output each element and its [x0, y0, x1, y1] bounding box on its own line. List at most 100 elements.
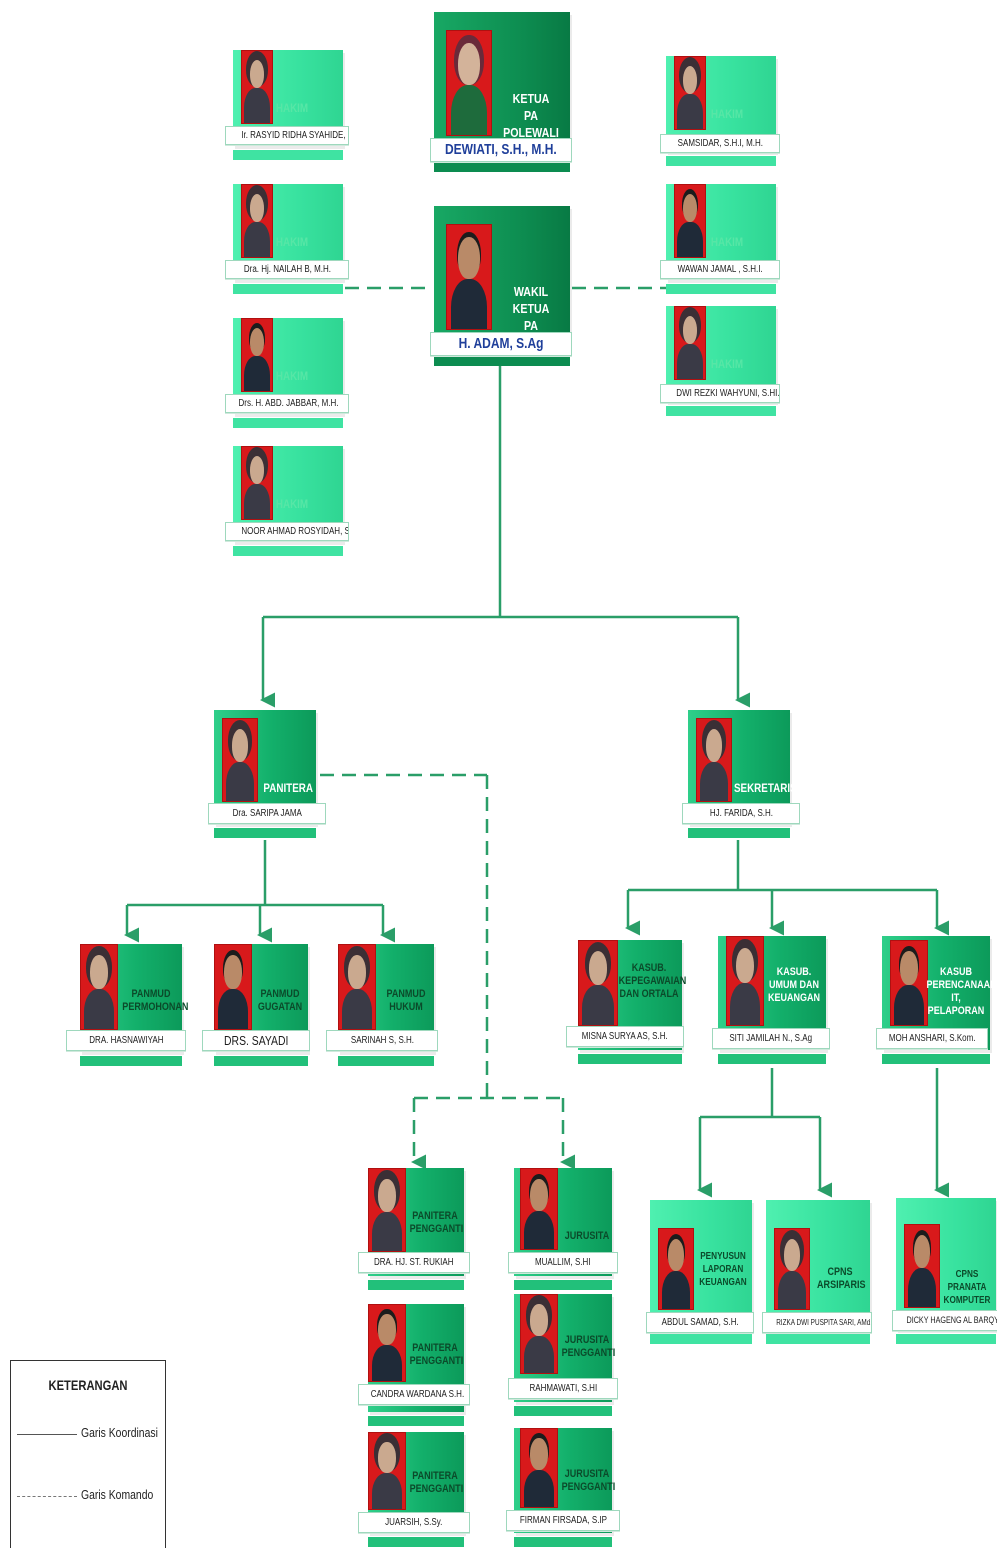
role-staff-line2: LAPORAN [702, 1264, 744, 1275]
photo-kasub [890, 940, 928, 1026]
role-staff-line1: PENYUSUN [700, 1251, 746, 1262]
photo-panmud [338, 944, 376, 1030]
name-panmud: SARINAH S, S.H. [326, 1030, 438, 1051]
role-pp-line1: PANITERA [412, 1470, 458, 1482]
photo-hakim [241, 446, 273, 520]
card-js-1: JURUSITA MUALLIM, S.HI [508, 1168, 618, 1290]
photo-kasub [578, 940, 618, 1026]
name-panmud: DRS. SAYADI [202, 1030, 310, 1051]
legend-solid-label: Garis Koordinasi [81, 1425, 158, 1440]
name-staff: ABDUL SAMAD, S.H. [646, 1312, 754, 1333]
name-ketua: DEWIATI, S.H., M.H. [430, 138, 572, 162]
role-ketua: KETUA PA POLEWALI [502, 90, 559, 141]
card-hakim-right-1: HAKIM SAMSIDAR, S.H.I, M.H. [660, 56, 780, 166]
role-hakim: HAKIM [275, 497, 309, 511]
name-panmud-text: DRA. HASNAWIYAH [88, 1035, 164, 1046]
legend-dashed-label: Garis Komando [81, 1487, 154, 1502]
photo-sekretaris [696, 718, 732, 802]
photo-hakim [674, 56, 706, 130]
role-staff-line3: KEUANGAN [699, 1277, 747, 1288]
role-pp-line1: PANITERA [412, 1210, 458, 1222]
photo-hakim [241, 184, 273, 258]
name-hakim: WAWAN JAMAL , S.H.I. [660, 260, 780, 279]
name-staff-text: ABDUL SAMAD, S.H. [661, 1317, 739, 1328]
legend-row-dashed: Garis Komando [17, 1487, 161, 1507]
role-kasub-line1: KASUB [939, 966, 973, 978]
photo-hakim [241, 50, 273, 124]
card-hakim-right-3: HAKIM DWI REZKI WAHYUNI, S.HI., MH. [660, 306, 780, 416]
role-js-line1: JURUSITA [564, 1334, 610, 1346]
role-hakim: HAKIM [710, 107, 744, 121]
role-pp-line1: PANITERA [412, 1342, 458, 1354]
role-panmud-line2: GUGATAN [257, 1001, 303, 1013]
legend: KETERANGAN Garis Koordinasi Garis Komand… [10, 1360, 166, 1548]
role-wakil-line1: WAKIL KETUA [512, 284, 550, 316]
role-staff-line1: CPNS PRANATA [947, 1269, 987, 1293]
photo-staff [658, 1228, 694, 1310]
role-staff: PENYUSUN LAPORAN KEUANGAN [696, 1250, 750, 1289]
photo-pp [368, 1168, 406, 1252]
role-pp-line2: PENGGANTI [409, 1223, 464, 1235]
name-staff: RIZKA DWI PUSPITA SARI, AMd.Ab. [762, 1312, 872, 1333]
name-pp-text: DRA. HJ. ST. RUKIAH [374, 1257, 454, 1268]
photo-ketua [446, 30, 492, 136]
name-hakim-text: Ir. RASYID RIDHA SYAHIDE, S.H. [241, 130, 348, 141]
photo-kasub [726, 936, 764, 1026]
photo-staff [774, 1228, 810, 1310]
photo-panmud [214, 944, 252, 1030]
name-kasub-text: MOH ANSHARI, S.Kom. [888, 1033, 976, 1044]
role-sekretaris: SEKRETARIS [733, 781, 797, 795]
role-ketua-line1: KETUA [512, 91, 550, 106]
role-panmud-line1: PANMUD [386, 988, 426, 1000]
name-pp-text: CANDRA WARDANA S.H. [370, 1389, 465, 1400]
name-hakim: NOOR AHMAD ROSYIDAH, S. HI. [225, 522, 349, 541]
role-kasub-line1: KASUB. [631, 962, 667, 974]
legend-title: KETERANGAN [48, 1377, 128, 1393]
photo-pp [368, 1432, 406, 1510]
role-kasub-line3: KEUANGAN [767, 992, 821, 1004]
name-sekretaris: HJ. FARIDA, S.H. [682, 803, 800, 824]
role-pp-line2: PENGGANTI [409, 1483, 464, 1495]
name-wakil: H. ADAM, S.Ag [430, 332, 572, 356]
role-js-line1: JURUSITA [564, 1230, 610, 1242]
name-js: RAHMAWATI, S.HI [508, 1378, 618, 1399]
role-hakim: HAKIM [710, 357, 744, 371]
role-js-line2: PENGGANTI [561, 1481, 616, 1493]
card-ketua: KETUA PA POLEWALI DEWIATI, S.H., M.H. [430, 12, 572, 172]
photo-js [520, 1168, 558, 1250]
legend-dashed-line [17, 1496, 77, 1497]
name-js: MUALLIM, S.HI [508, 1252, 618, 1273]
role-panmud-line1: PANMUD [260, 988, 300, 1000]
photo-staff [904, 1224, 940, 1308]
card-hakim-left-4: HAKIM NOOR AHMAD ROSYIDAH, S. HI. [225, 446, 349, 556]
name-js: FIRMAN FIRSADA, S.IP [506, 1510, 620, 1531]
photo-hakim [674, 306, 706, 380]
role-kasub-line3: DAN ORTALA [619, 988, 679, 1000]
card-staff-1: PENYUSUN LAPORAN KEUANGAN ABDUL SAMAD, S.H… [646, 1200, 754, 1344]
name-js-text: RAHMAWATI, S.HI [529, 1383, 597, 1394]
role-kasub-line1: KASUB. [776, 966, 812, 978]
name-sekretaris-text: HJ. FARIDA, S.H. [709, 808, 773, 819]
role-kasub-line2: UMUM DAN [768, 979, 820, 991]
name-hakim-text: Drs. H. ABD. JABBAR, M.H. [238, 398, 339, 409]
role-panitera: PANITERA [263, 781, 313, 795]
role-ketua-line2: PA POLEWALI [503, 108, 559, 140]
name-hakim: Dra. Hj. NAILAH B, M.H. [225, 260, 349, 279]
name-kasub-text: MISNA SURYA AS, S.H. [582, 1031, 668, 1042]
